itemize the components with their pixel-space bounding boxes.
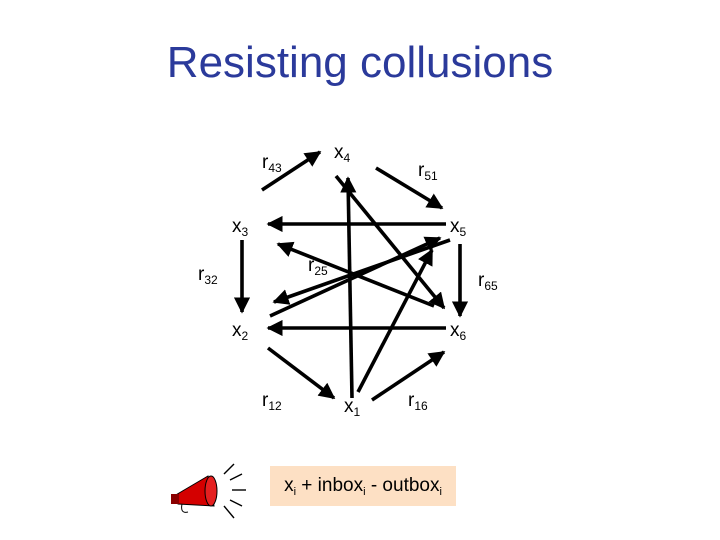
edge-x1-to-x4 — [340, 176, 357, 399]
node-x6-index: 6 — [459, 329, 467, 343]
label-r32-index: 32 — [204, 273, 218, 287]
label-r12-index: 12 — [268, 399, 282, 413]
edge-x4-to-x6 — [334, 174, 446, 310]
label-r12: r12 — [262, 390, 282, 413]
label-r32-letter: r — [198, 264, 205, 285]
node-x4: x4 — [334, 142, 350, 165]
node-x4-index: 4 — [343, 151, 351, 165]
edge-x4-to-x5 — [375, 166, 444, 210]
formula-box: xi + inboxi - outboxi — [270, 466, 456, 506]
node-x5: x5 — [450, 216, 466, 239]
node-x4-letter: x — [334, 142, 344, 163]
edge-x1-to-x6 — [371, 350, 446, 402]
label-r65: r65 — [478, 270, 498, 293]
node-x1-index: 1 — [353, 405, 361, 419]
label-r16-letter: r — [408, 390, 415, 411]
label-r32: r32 — [198, 264, 218, 287]
label-r51-index: 51 — [424, 169, 438, 183]
label-r51: r51 — [418, 160, 438, 183]
slide-title: Resisting collusions — [166, 38, 554, 87]
formula-x: x — [284, 475, 294, 496]
label-r16-index: 16 — [414, 399, 428, 413]
label-r43-index: 43 — [268, 161, 282, 175]
node-x2: x2 — [232, 320, 248, 343]
megaphone-icon[interactable] — [168, 458, 258, 528]
label-r12-letter: r — [262, 390, 269, 411]
label-r43: r43 — [262, 152, 282, 175]
edge-x2-to-x1 — [266, 346, 336, 400]
node-x3: x3 — [232, 216, 248, 239]
label-r65-index: 65 — [484, 279, 498, 293]
label-r51-letter: r — [418, 160, 425, 181]
node-x3-index: 3 — [241, 225, 249, 239]
label-r25-letter: r — [308, 255, 315, 276]
node-x5-letter: x — [450, 216, 460, 237]
formula-inbox-index: i — [363, 486, 366, 498]
node-x3-letter: x — [232, 216, 242, 237]
formula-outbox-index: i — [439, 486, 442, 498]
node-x1-letter: x — [344, 396, 354, 417]
formula-inbox: + inbox — [296, 475, 364, 496]
edge-x1-to-x5 — [356, 248, 434, 393]
label-r65-letter: r — [478, 270, 485, 291]
label-r25-index: 25 — [314, 264, 328, 278]
node-x6-letter: x — [450, 320, 460, 341]
edge-x3-to-x4 — [261, 150, 322, 192]
edge-x2-to-x5 — [269, 236, 442, 318]
node-x2-letter: x — [232, 320, 242, 341]
node-x2-index: 2 — [241, 329, 249, 343]
label-r25: r25 — [308, 255, 328, 278]
formula-outbox: - outbox — [365, 475, 440, 496]
node-x5-index: 5 — [459, 225, 467, 239]
node-x1: x1 — [344, 396, 360, 419]
label-r43-letter: r — [262, 152, 269, 173]
edge-x5-to-x2 — [272, 238, 451, 305]
label-r16: r16 — [408, 390, 428, 413]
formula-x-index: i — [293, 486, 297, 498]
node-x6: x6 — [450, 320, 466, 343]
